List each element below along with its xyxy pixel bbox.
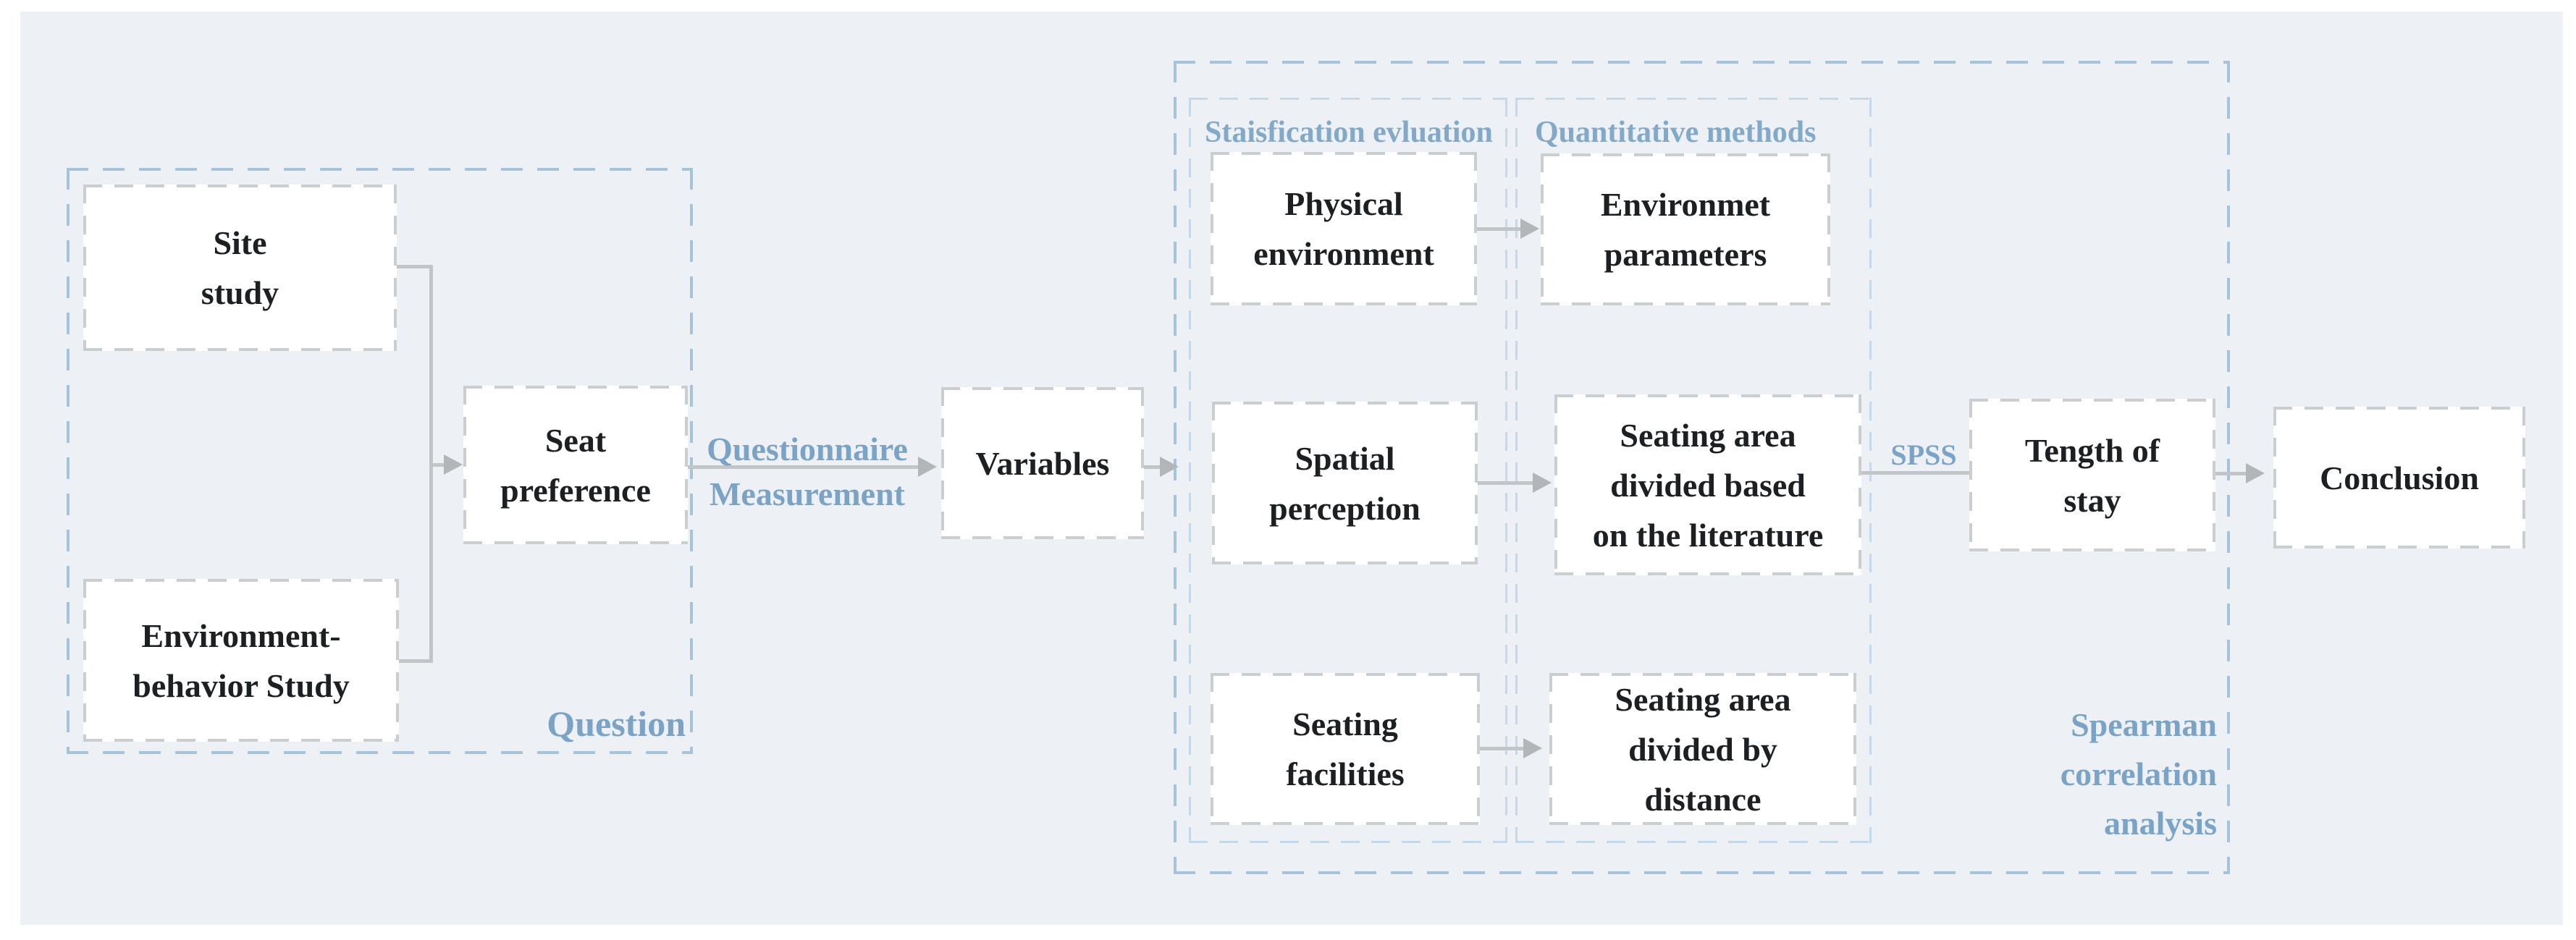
spearman-analysis-label-line: correlation	[2060, 755, 2217, 792]
spearman-analysis-label-line: Spearman	[2071, 706, 2217, 743]
node-text-line: parameters	[1604, 236, 1767, 273]
node-text-line: divided by	[1628, 730, 1777, 768]
node-environmet-parameters: Environmet parameters	[1541, 153, 1830, 305]
node-text-line: Seating area	[1620, 416, 1796, 454]
node-seating-area-distance: Seating area divided by distance	[1549, 673, 1856, 825]
connector-seat-to-variables	[688, 465, 919, 469]
connector-physical-to-parameters	[1477, 227, 1522, 231]
node-text-line: on the literature	[1592, 516, 1824, 554]
connector-tength-to-conclusion	[2215, 472, 2247, 475]
arrowhead-to-parameters	[1520, 219, 1539, 239]
connector-facilities-to-distance	[1480, 747, 1525, 750]
node-text-line: Seating area	[1615, 680, 1791, 718]
arrowhead-to-literature	[1533, 473, 1552, 493]
node-seating-facilities: Seating facilities	[1211, 673, 1480, 825]
node-text-line: Tength of	[2024, 431, 2160, 469]
arrowhead-to-seat-preference	[444, 454, 463, 475]
connector-spss-line	[1861, 471, 1969, 475]
connector-spatial-to-literature	[1478, 481, 1534, 485]
connector-env-behavior-stub	[399, 659, 433, 663]
node-text-line: Seating	[1292, 706, 1398, 742]
satisfaction-group-label: Staisfication evluation	[1205, 116, 1493, 149]
node-text-line: Site	[213, 224, 267, 261]
node-text-line: facilities	[1286, 755, 1405, 792]
node-text-line: study	[201, 274, 279, 311]
arrowhead-to-variables	[918, 457, 937, 477]
node-text-line: preference	[500, 471, 651, 509]
questionnaire-measurement-label: Questionnaire Measurement	[691, 427, 923, 517]
node-environment-behavior-study: Environment- behavior Study	[83, 579, 399, 742]
node-text-line: Conclusion	[2320, 459, 2479, 496]
node-physical-environment: Physical environment	[1211, 152, 1477, 305]
diagram-canvas: Question Staisfication evluation Quantit…	[20, 12, 2563, 925]
questionnaire-label-line: Questionnaire	[707, 431, 908, 467]
node-seating-area-literature: Seating area divided based on the litera…	[1554, 394, 1861, 575]
node-seat-preference: Seat preference	[463, 386, 688, 544]
arrowhead-to-distance	[1523, 738, 1542, 758]
node-text-line: Spatial	[1295, 439, 1395, 477]
node-text-line: divided based	[1610, 466, 1806, 504]
quantitative-group-label: Quantitative methods	[1535, 116, 1817, 149]
spearman-analysis-label-line: analysis	[2104, 805, 2217, 842]
spss-label: SPSS	[1890, 439, 1957, 471]
node-text-line: Environment-	[141, 617, 341, 654]
arrowhead-to-conclusion	[2246, 463, 2265, 483]
node-conclusion: Conclusion	[2273, 407, 2525, 549]
node-text-line: behavior Study	[132, 666, 350, 704]
node-text-line: Physical	[1284, 185, 1403, 222]
node-text-line: distance	[1644, 780, 1761, 818]
connector-variables-to-group	[1144, 465, 1161, 469]
node-text-line: Environmet	[1600, 186, 1771, 223]
connector-site-study-stub	[397, 265, 432, 268]
question-group-label: Question	[547, 703, 686, 744]
arrowhead-to-group	[1160, 457, 1179, 477]
node-site-study: Site study	[83, 185, 397, 351]
node-text-line: Seat	[544, 421, 607, 459]
node-variables: Variables	[941, 387, 1144, 539]
node-text-line: Variables	[975, 444, 1110, 482]
node-spatial-perception: Spatial perception	[1212, 402, 1478, 564]
spearman-analysis-label: Spearman correlation analysis	[1955, 700, 2217, 848]
node-tength-of-stay: Tength of stay	[1969, 399, 2215, 551]
connector-to-seat-preference	[429, 463, 445, 467]
measurement-label-line: Measurement	[710, 475, 905, 512]
node-text-line: stay	[2063, 481, 2121, 519]
node-text-line: environment	[1253, 235, 1434, 272]
node-text-line: perception	[1269, 489, 1420, 527]
